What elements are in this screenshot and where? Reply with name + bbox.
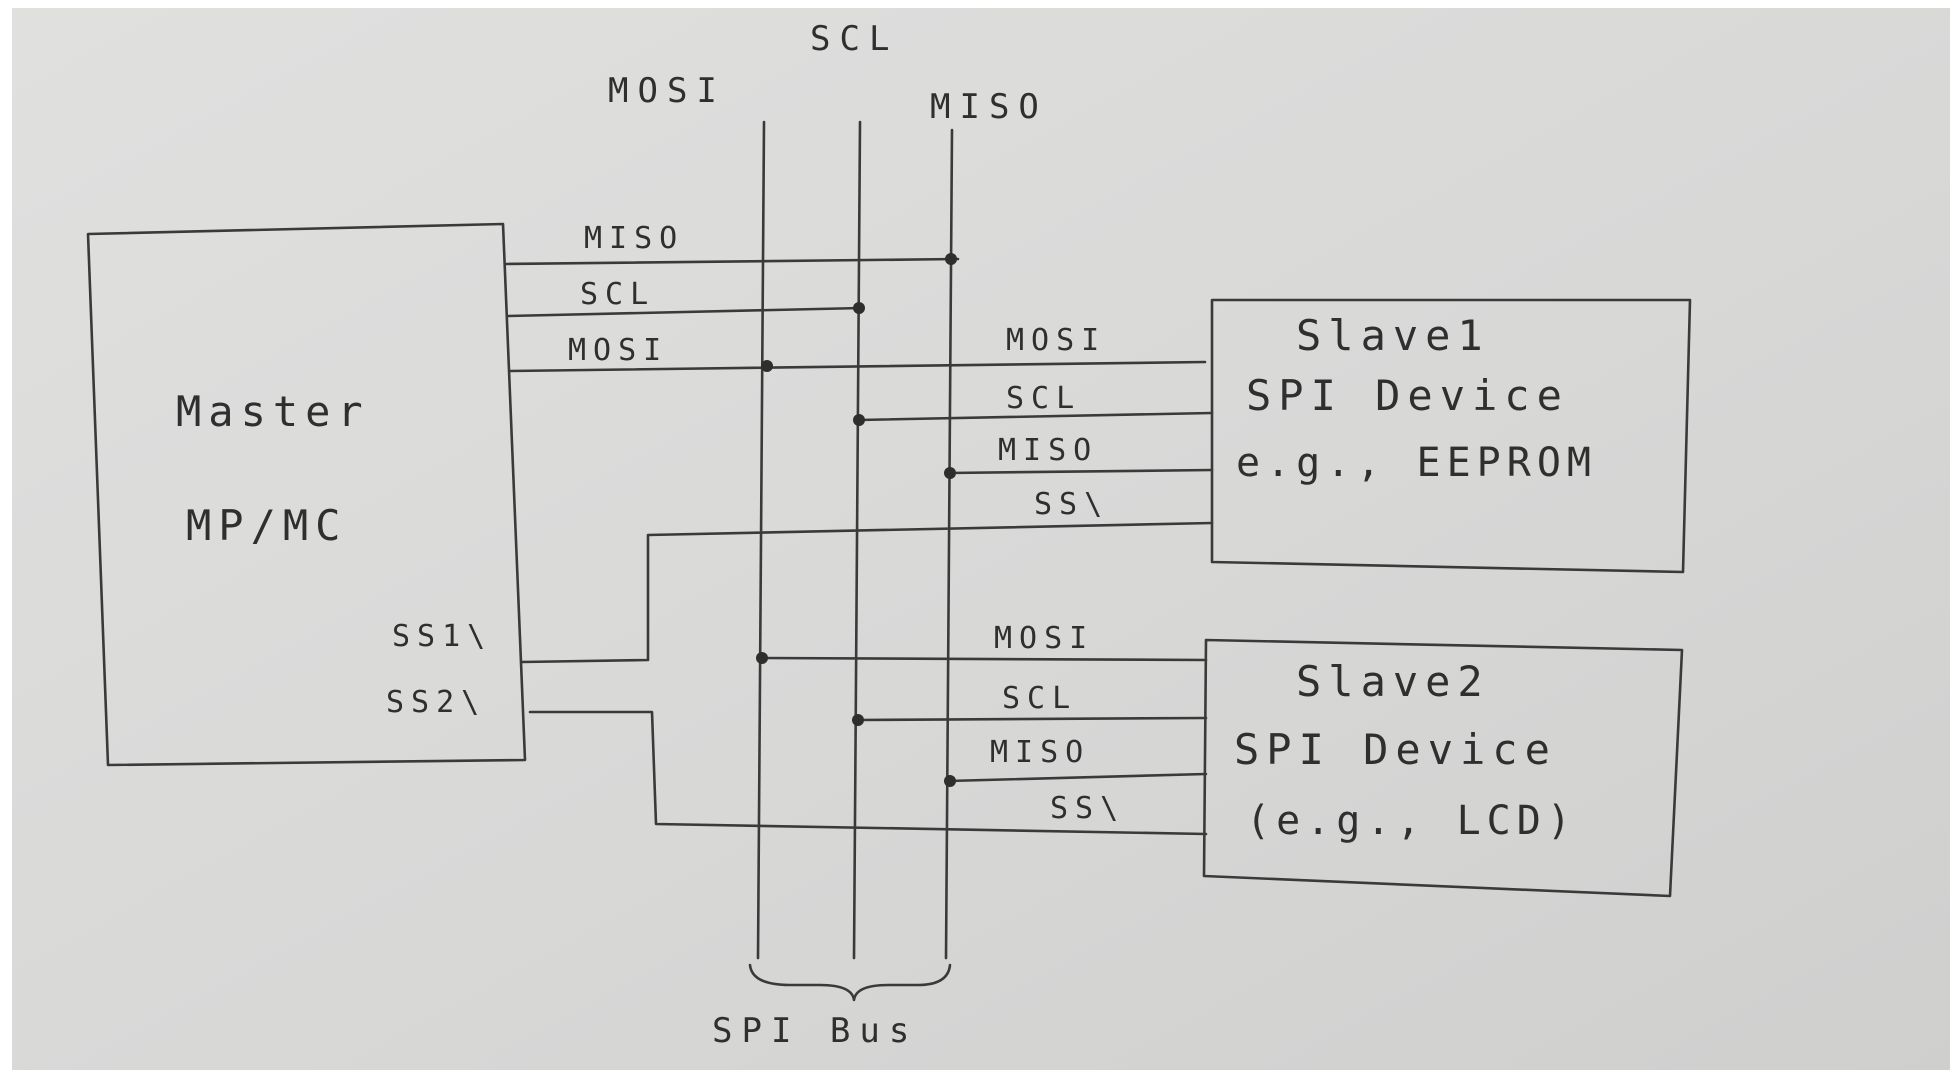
slave2-miso-label: MISO [990, 735, 1090, 770]
junction-dot [756, 652, 768, 664]
slave1-ss-label: SS\ [1034, 487, 1109, 522]
bus-line-miso [944, 128, 954, 960]
bus-name-label: SPI Bus [712, 1011, 918, 1051]
junction-dot [853, 414, 865, 426]
master-scl-label: SCL [580, 277, 655, 312]
slave1-miso-line [946, 468, 1214, 475]
master-mosi-label: MOSI [568, 333, 668, 368]
slave1-miso-label: MISO [998, 433, 1098, 468]
bus-label-scl: SCL [810, 19, 898, 59]
slave1-scl-line [856, 411, 1214, 422]
slave2-mosi-line [758, 656, 1208, 662]
slave1-scl-label: SCL [1006, 381, 1081, 416]
ss2-wire [528, 710, 1208, 836]
bus-brace [748, 963, 952, 1002]
master-box [86, 222, 527, 767]
slave2-example: (e.g., LCD) [1246, 798, 1577, 844]
slave2-device: SPI Device [1234, 725, 1557, 774]
slave2-ss-label: SS\ [1050, 791, 1125, 826]
slave2-box [1202, 638, 1684, 898]
slave1-device: SPI Device [1246, 371, 1569, 420]
junction-dot [945, 253, 957, 265]
junction-dot [853, 302, 865, 314]
master-subtitle: MP/MC [186, 501, 347, 550]
junction-dot [944, 467, 956, 479]
ss1-wire [520, 521, 1214, 664]
slave1-example: e.g., EEPROM [1236, 440, 1597, 486]
bus-label-mosi: MOSI [608, 71, 726, 111]
master-scl-line [506, 306, 864, 318]
slave2-title: Slave2 [1296, 657, 1490, 706]
slave2-mosi-label: MOSI [994, 621, 1094, 656]
master-miso-line [504, 257, 960, 266]
slave2-scl-label: SCL [1002, 681, 1077, 716]
slave1-box [1210, 298, 1692, 574]
junction-dot [761, 360, 773, 372]
slave1-mosi-label: MOSI [1006, 323, 1106, 358]
bus-label-miso: MISO [930, 87, 1048, 127]
master-title: Master [176, 387, 370, 436]
slave2-scl-line [854, 716, 1208, 722]
slave2-miso-line [946, 772, 1208, 783]
junction-dot [944, 775, 956, 787]
master-ss1-label: SS1\ [392, 619, 492, 654]
junction-dot [852, 714, 864, 726]
master-miso-label: MISO [584, 221, 684, 256]
master-ss2-label: SS2\ [386, 685, 486, 720]
master-mosi-line [508, 360, 1207, 373]
slave1-title: Slave1 [1296, 311, 1490, 360]
